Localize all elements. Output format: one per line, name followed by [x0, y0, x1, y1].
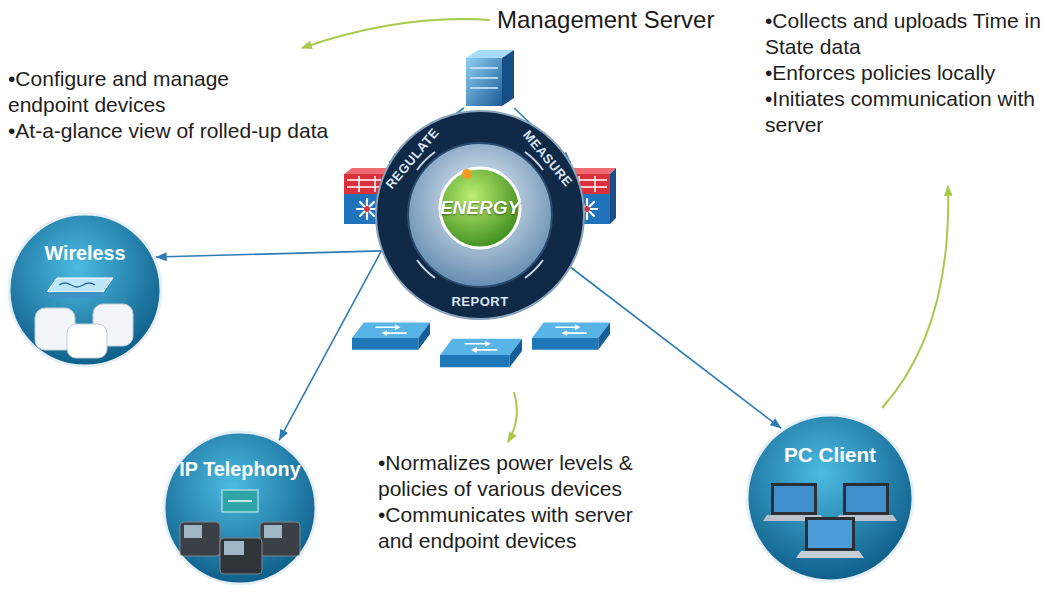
callout-text: •Communicates with server and endpoint d…	[378, 502, 663, 554]
callout-text: •Enforces policies locally	[765, 60, 1051, 86]
connector-arrow	[571, 268, 781, 429]
telephony-icon	[164, 432, 316, 584]
node-outline	[462, 48, 516, 108]
endpoint-circle: IP Telephony	[162, 430, 318, 586]
leader-line	[882, 186, 948, 408]
energy-ring	[376, 111, 584, 319]
node-label: PC Client	[745, 443, 915, 467]
callout-block: •Normalizes power levels & policies of v…	[378, 450, 663, 554]
node-label: ENERGY	[440, 197, 520, 219]
switch-icon	[440, 339, 522, 368]
callout-block: •Collects and uploads Time in State data…	[765, 8, 1051, 138]
leader-line	[508, 392, 517, 442]
node-label: IP Telephony	[162, 458, 318, 481]
callout-block: •Configure and manage endpoint devices•A…	[8, 66, 353, 144]
switch-icon	[352, 322, 430, 349]
ring-label: REPORT	[451, 295, 508, 310]
endpoint-circle: Wireless	[7, 212, 163, 368]
callout-text: •Configure and manage endpoint devices	[8, 66, 258, 118]
server-icon	[466, 50, 514, 106]
node-outline	[745, 413, 915, 583]
node-outline	[7, 212, 163, 368]
connector-arrow	[156, 251, 382, 257]
energy-ring: REGULATEMEASUREENERGYREPORT	[375, 110, 585, 320]
callout-text: •Collects and uploads Time in State data	[765, 8, 1051, 60]
callout-text: •Normalizes power levels & policies of v…	[378, 450, 663, 502]
callout-text: •Initiates communication with server	[765, 86, 1051, 138]
node-outline	[162, 430, 318, 586]
pc-icon	[747, 415, 913, 581]
connector-arrow	[279, 251, 381, 441]
node-heading: Management Server	[497, 6, 714, 34]
callout-text: •At-a-glance view of rolled-up data	[8, 118, 353, 144]
server-icon: Management Server	[462, 48, 516, 108]
leader-line	[302, 19, 490, 48]
node-label: Wireless	[7, 242, 163, 265]
wireless-icon	[9, 214, 161, 366]
switch-icon	[532, 322, 610, 349]
endpoint-circle: PC Client	[745, 413, 915, 583]
